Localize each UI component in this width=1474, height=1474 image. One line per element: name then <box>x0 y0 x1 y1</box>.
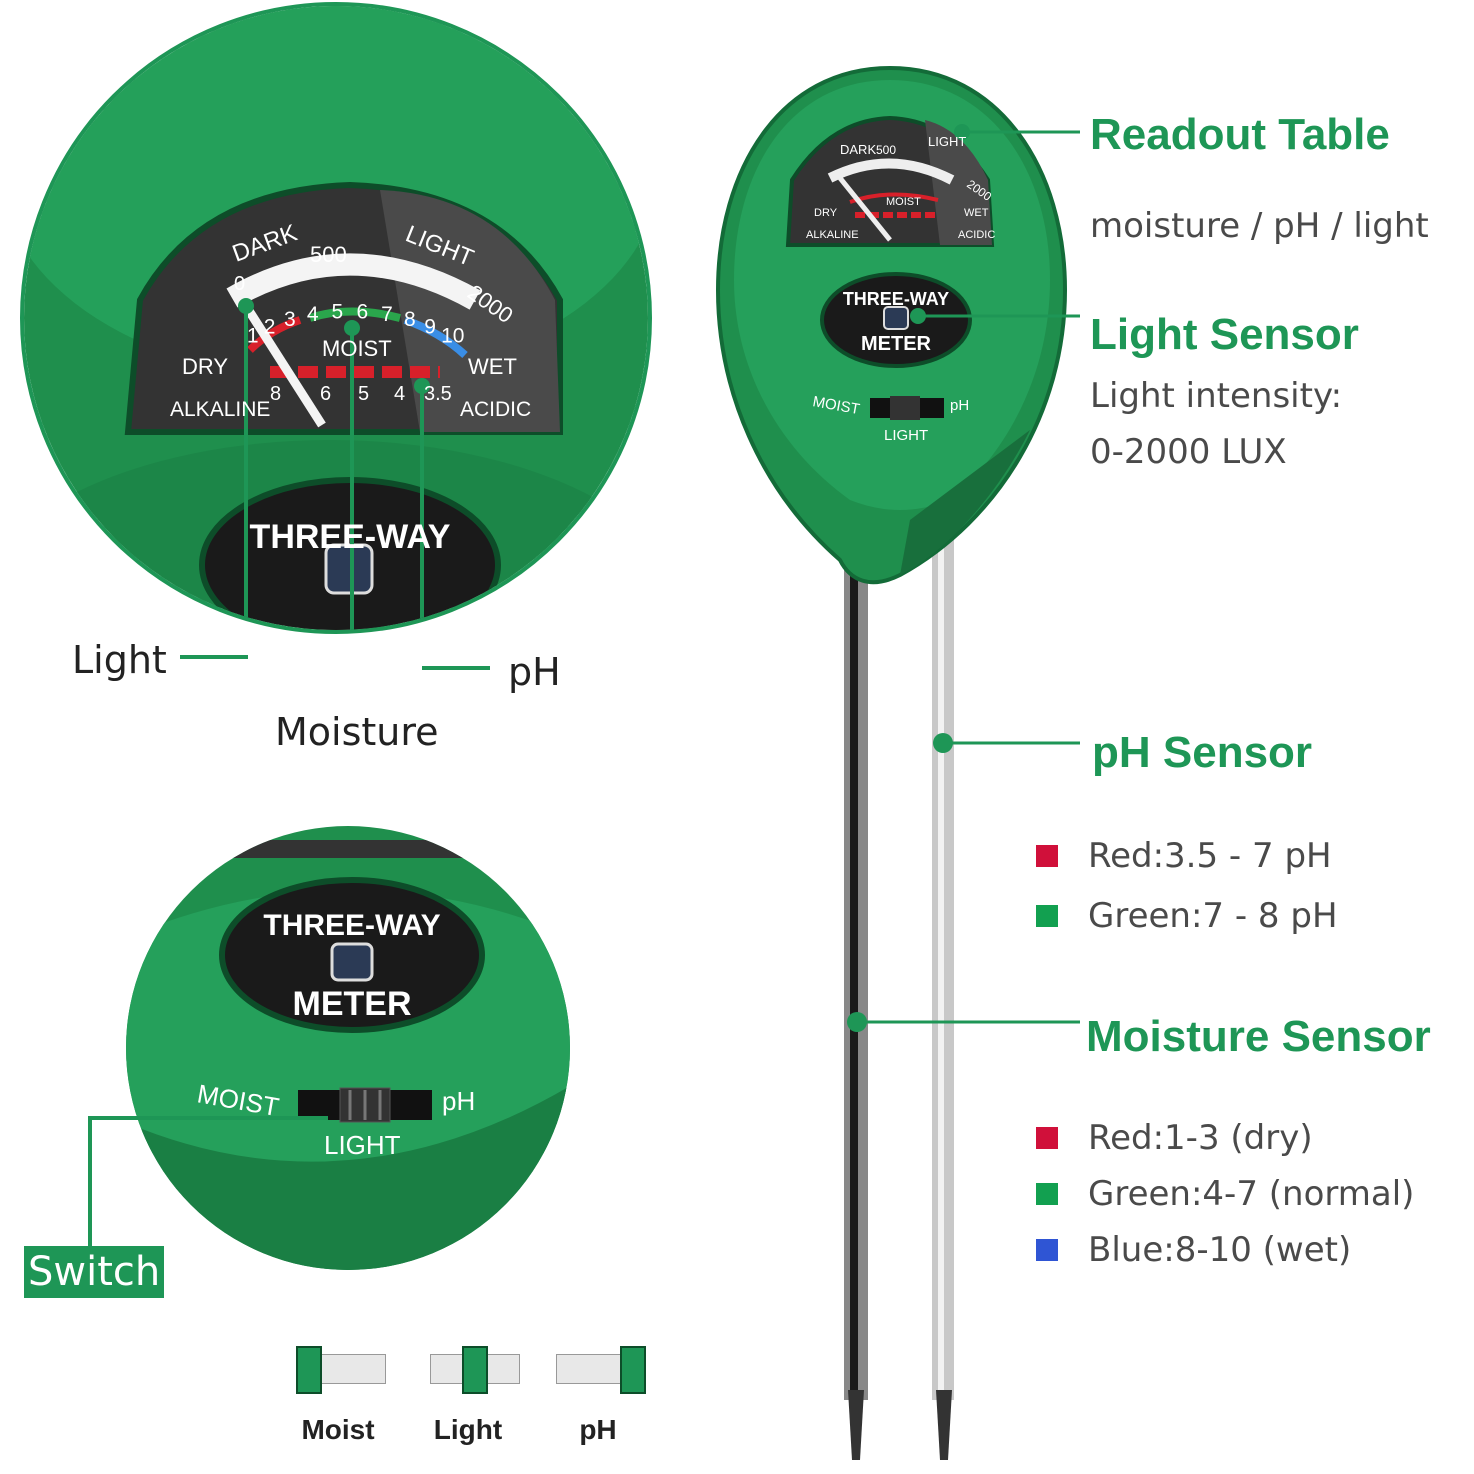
mini-switch-light: LIGHT <box>884 427 928 444</box>
switch-pos-ph <box>556 1346 646 1394</box>
ph-legend-row: Red:3.5 - 7 pH <box>1036 836 1338 876</box>
dial-lux-2000: 2000 <box>463 280 517 329</box>
dial-light-label: LIGHT <box>402 221 478 273</box>
switch-callout-line-h <box>88 1116 328 1120</box>
callout-ph-line <box>422 666 490 670</box>
dial-ph-tick: 8 <box>270 383 281 405</box>
light-sensor-line2: 0-2000 LUX <box>1090 432 1287 472</box>
dial-lux-500: 500 <box>310 242 347 267</box>
ph-legend-swatch-red <box>1036 845 1058 867</box>
callout-ph: pH <box>508 650 561 694</box>
dial-moist-tick: 6 <box>357 300 369 323</box>
dial-acidic-label: ACIDIC <box>460 398 531 421</box>
switch-pos-label-ph: pH <box>579 1414 617 1445</box>
ph-legend: Red:3.5 - 7 pH Green:7 - 8 pH <box>1036 836 1338 936</box>
readout-subtitle: moisture / pH / light <box>1090 206 1429 246</box>
mini-lux-500: 500 <box>876 143 896 157</box>
mini-wet: WET <box>964 207 989 219</box>
switch-pos-label-moist: Moist <box>301 1414 375 1445</box>
moisture-legend-swatch-red <box>1036 1127 1058 1149</box>
mini-acidic: ACIDIC <box>958 229 995 241</box>
mini-dry: DRY <box>814 207 838 219</box>
dial-ph-ticks: 8 6 5 4 3.5 <box>270 383 452 405</box>
switch-badge: Switch <box>24 1246 165 1298</box>
switch-pos-light <box>430 1346 520 1394</box>
callout-light: Light <box>72 638 167 682</box>
moisture-legend-label: Green:4-7 (normal) <box>1088 1174 1415 1214</box>
dial-moist-tick: 8 <box>404 308 416 331</box>
moisture-legend-label: Blue:8-10 (wet) <box>1088 1230 1352 1270</box>
ph-sensor-title: pH Sensor <box>1092 728 1313 777</box>
badge2-line2: METER <box>293 985 412 1023</box>
moisture-legend-row: Red:1-3 (dry) <box>1036 1118 1414 1158</box>
dial-moist-tick: 5 <box>332 300 344 323</box>
dial-moist-label: MOIST <box>322 336 392 361</box>
moisture-legend-row: Green:4-7 (normal) <box>1036 1174 1414 1214</box>
mini-light: LIGHT <box>928 134 966 149</box>
light-sensor-title: Light Sensor <box>1090 310 1359 359</box>
dial-zoom-circle <box>20 2 652 634</box>
mini-switch-ph: pH <box>950 397 969 414</box>
dial-dry-label: DRY <box>182 354 228 379</box>
ph-legend-row: Green:7 - 8 pH <box>1036 896 1338 936</box>
dial-lux-0: 0 <box>234 273 245 295</box>
switch-callout-line-v <box>88 1116 92 1256</box>
dial-moist-tick: 3 <box>284 308 296 331</box>
dial-dark-label: DARK <box>229 219 301 267</box>
meter-device: DARK LIGHT 500 2000 MOIST DRY WET ALKALI… <box>715 65 1080 1460</box>
mini-dark: DARK <box>840 142 876 157</box>
light-sensor-line1: Light intensity: <box>1090 376 1343 416</box>
moisture-legend: Red:1-3 (dry) Green:4-7 (normal) Blue:8-… <box>1036 1118 1414 1270</box>
badge2-line1: THREE-WAY <box>263 909 440 942</box>
ph-legend-label: Red:3.5 - 7 pH <box>1088 836 1332 876</box>
dial-moist-tick: 4 <box>307 303 319 326</box>
switch-ph-label: pH <box>442 1086 475 1116</box>
moisture-legend-row: Blue:8-10 (wet) <box>1036 1230 1414 1270</box>
ph-legend-swatch-green <box>1036 905 1058 927</box>
moisture-legend-swatch-blue <box>1036 1239 1058 1261</box>
dial-alkaline-label: ALKALINE <box>170 398 270 421</box>
dial-ph-tick: 4 <box>394 383 405 405</box>
dial-moist-tick: 9 <box>424 315 436 338</box>
moisture-legend-label: Red:1-3 (dry) <box>1088 1118 1313 1158</box>
mini-moist: MOIST <box>886 196 921 208</box>
dial-ph-tick: 3.5 <box>424 383 452 405</box>
dial-wet-label: WET <box>468 354 517 379</box>
mini-badge-line1: THREE-WAY <box>843 289 949 309</box>
switch-pos-moist <box>296 1346 386 1394</box>
moisture-legend-swatch-green <box>1036 1183 1058 1205</box>
switch-zoom-circle: THREE-WAY METER MOIST pH LIGHT <box>126 826 570 1270</box>
dial-ph-tick: 6 <box>320 383 331 405</box>
ph-legend-label: Green:7 - 8 pH <box>1088 896 1338 936</box>
mini-alkaline: ALKALINE <box>806 229 859 241</box>
badge-line1: THREE-WAY <box>250 518 451 556</box>
dial-moist-tick: 10 <box>441 325 464 348</box>
switch-pos-label-light: Light <box>433 1414 503 1445</box>
dial-moist-tick: 2 <box>264 315 276 338</box>
dial-moist-tick: 7 <box>381 303 393 326</box>
dial-ph-tick: 5 <box>358 383 369 405</box>
callout-light-line <box>180 655 248 659</box>
callout-moisture: Moisture <box>275 710 439 754</box>
mini-badge-line2: METER <box>861 333 932 355</box>
switch-light-label: LIGHT <box>324 1130 401 1160</box>
dial-moist-tick: 1 <box>247 325 259 348</box>
readout-title: Readout Table <box>1090 110 1390 159</box>
moisture-sensor-title: Moisture Sensor <box>1086 1012 1431 1061</box>
